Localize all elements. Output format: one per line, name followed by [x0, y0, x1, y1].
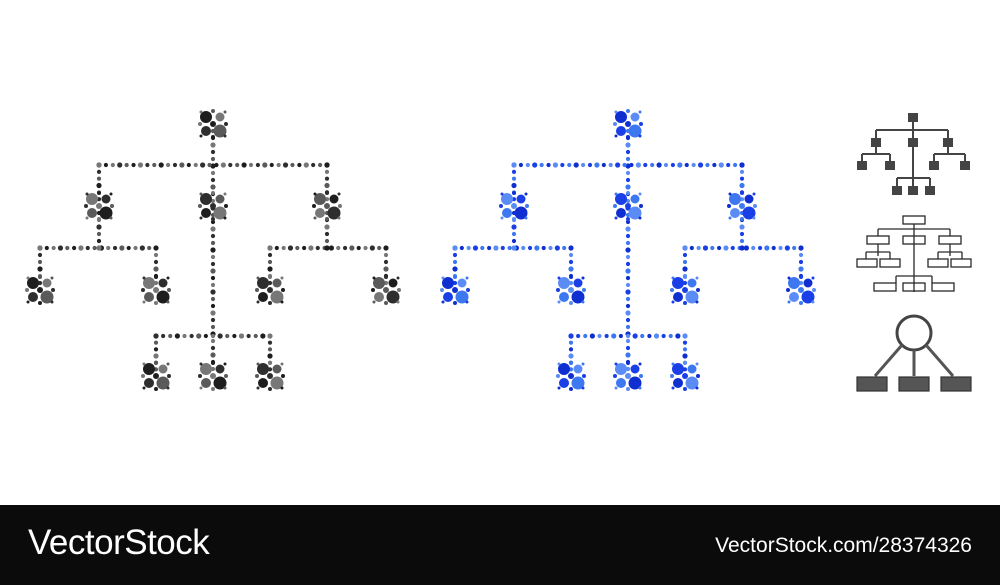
asset-id-label: VectorStock.com/28374326 [715, 534, 972, 557]
hierarchy-solid-icon [857, 113, 970, 195]
hierarchy-gray-dots-icon [25, 109, 401, 391]
brand-logo: VectorStock [28, 523, 210, 562]
flowchart-outline-icon [856, 215, 972, 292]
watermark-footer: VectorStock VectorStock.com/28374326 [0, 505, 1000, 585]
icon-artwork [25, 109, 972, 392]
hierarchy-circle-icon [856, 314, 972, 392]
hierarchy-blue-dots-icon [440, 109, 816, 391]
